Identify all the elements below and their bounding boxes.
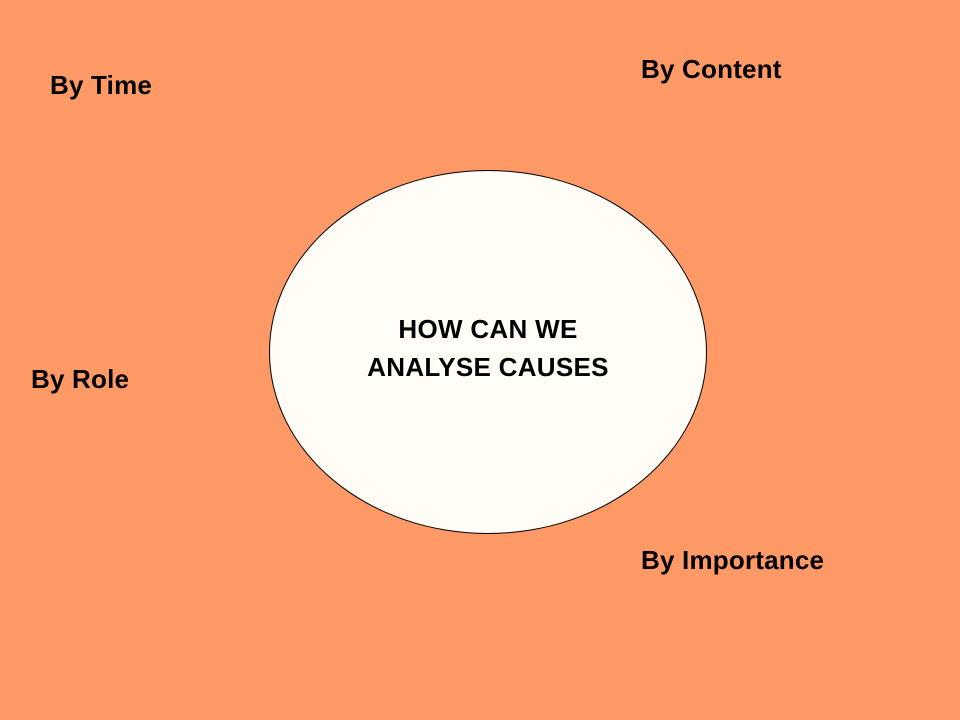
branch-label-by-time: By Time (50, 70, 153, 100)
central-question: HOW CAN WE ANALYSE CAUSES (269, 310, 707, 386)
central-ellipse (269, 170, 707, 534)
branch-label-by-importance: By Importance (641, 545, 825, 575)
branch-label-by-content: By Content (641, 54, 782, 84)
central-question-line-2: ANALYSE CAUSES (367, 352, 609, 382)
central-question-line-1: HOW CAN WE (398, 314, 578, 344)
branch-label-by-role: By Role (31, 364, 130, 394)
